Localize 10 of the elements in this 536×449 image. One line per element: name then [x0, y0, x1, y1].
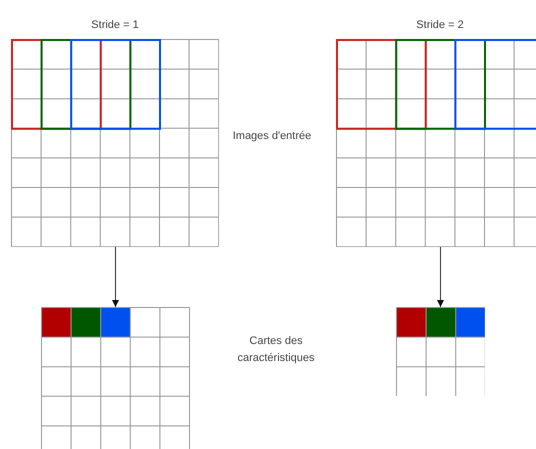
- arrow: [437, 246, 444, 308]
- stride-label: Stride = 1: [91, 19, 139, 31]
- arrow: [112, 246, 119, 308]
- grid-drawing: [396, 307, 485, 396]
- grid-drawing: [41, 307, 190, 449]
- stride-label: Stride = 2: [416, 19, 464, 31]
- grid-drawing: [336, 39, 536, 247]
- grid-drawing: [11, 39, 219, 247]
- caption-text: Cartes des caractéristiques: [237, 335, 315, 364]
- caption-text: Images d'entrée: [232, 130, 312, 142]
